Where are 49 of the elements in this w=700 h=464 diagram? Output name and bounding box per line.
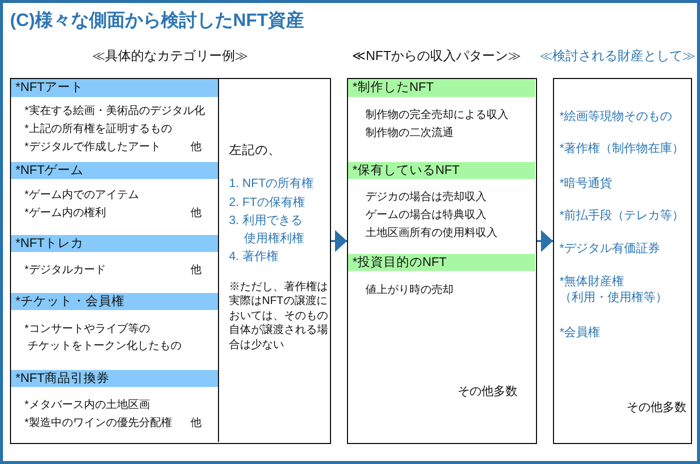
list-item: *製造中のワインの優先分配権 [24,416,172,430]
asset-item: *絵画等現物そのもの [560,108,672,124]
list-item: 制作物の完全売却による収入 [366,108,508,122]
category-header: *NFTトレカ [11,234,218,252]
arrow [537,230,553,252]
footnote: ※ただし、著作権は実際はNFTの譲渡においては、そのもの自体が譲渡される場合は少ない [229,280,329,352]
etc-note: 他 [190,140,202,154]
income-header: *投資目的のNFT [348,254,535,271]
category-header: *NFTアート [11,79,218,96]
etc-note: 他 [190,206,202,220]
list-item: デジカの場合は売却収入 [366,190,486,204]
category-header: *チケット・会員権 [11,292,218,310]
list-item: *上記の所有権を証明するもの [24,122,172,136]
income-header: *保有しているNFT [348,162,535,179]
etc-note: 他 [190,416,202,430]
explanation-cell [218,79,329,442]
etc-note: 他 [190,262,202,278]
numbered-item: 1. NFTの所有権 [229,174,314,192]
list-item: *デジタルで作成したアート [24,140,161,154]
asset-item: *無体財産権（利用・使用権等） [560,272,668,304]
column-heading: ≪NFTからの収入パターン≫ [352,46,522,64]
asset-item: *会員権 [560,324,600,340]
numbered-item: 3. 利用できる使用権利権 [229,212,305,246]
column-heading: ≪検討される財産として≫ [540,46,696,64]
list-item: *ゲーム内でのアイテム [24,188,139,202]
column-heading: ≪具体的なカテゴリー例≫ [92,46,248,64]
income-header: *制作したNFT [348,79,535,96]
list-item: *ゲーム内の権利 [24,206,106,220]
list-item: 値上がり時の売却 [366,282,454,298]
list-item: *メタバース内の土地区画 [24,398,150,412]
asset-item: *デジタル有価証券 [560,240,660,256]
etc-note: その他多数 [458,382,518,400]
intro-text: 左記の、 [229,142,281,158]
category-header: *NFTゲーム [11,162,218,179]
list-item: *デジタルカード [24,262,106,278]
asset-item: *著作権（制作物在庫） [560,140,684,156]
numbered-item: 4. 著作権 [229,248,278,264]
category-header: *NFT商品引換券 [11,370,218,387]
list-item: 制作物の二次流通 [366,126,454,140]
asset-item: *暗号通貨 [560,174,612,192]
list-item: 土地区画所有の使用料収入 [366,226,498,240]
list-item: *コンサートやライブ等のチケットをトークン化したもの [24,322,182,354]
numbered-item: 2. FTの保有権 [229,194,306,210]
list-item: *実在する絵画・美術品のデジタル化 [24,104,205,118]
arrow [331,230,347,252]
list-item: ゲームの場合は特典収入 [366,208,486,222]
diagram-title: (C)様々な側面から検討したNFT資産 [10,9,304,32]
asset-item: *前払手段（テレカ等） [560,206,684,224]
etc-note: その他多数 [626,398,686,416]
